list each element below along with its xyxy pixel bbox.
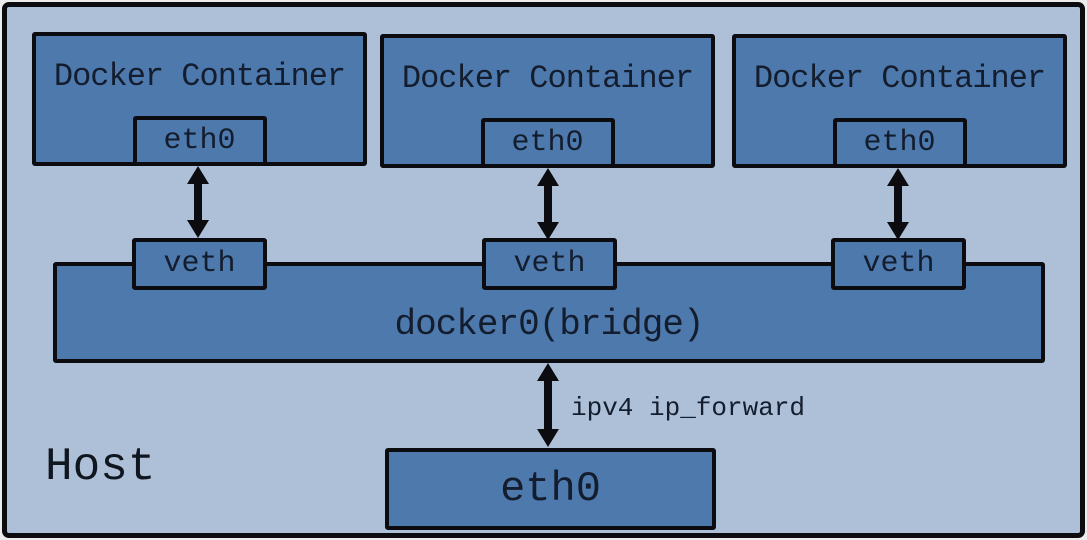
double-arrow-icon — [537, 168, 559, 240]
docker-container-box-2: Docker Container eth0 — [380, 34, 715, 168]
container-eth0-box: eth0 — [832, 118, 967, 168]
veth-box: veth — [132, 238, 267, 290]
docker-container-box-3: Docker Container eth0 — [732, 34, 1067, 168]
docker-container-title: Docker Container — [401, 60, 694, 97]
veth-box: veth — [831, 238, 966, 290]
docker0-bridge-label: docker0(bridge) — [394, 304, 704, 345]
host-eth0-box: eth0 — [385, 448, 716, 530]
docker-container-title: Docker Container — [753, 60, 1046, 97]
host-label: Host — [45, 441, 156, 493]
double-arrow-icon — [537, 363, 559, 447]
docker-container-box-1: Docker Container eth0 — [32, 32, 367, 166]
veth-box: veth — [482, 238, 617, 290]
container-eth0-box: eth0 — [132, 116, 267, 166]
docker-container-title: Docker Container — [53, 58, 346, 95]
double-arrow-icon — [187, 166, 209, 238]
container-eth0-box: eth0 — [480, 118, 615, 168]
double-arrow-icon — [887, 168, 909, 240]
ip-forward-label: ipv4 ip_forward — [571, 393, 806, 423]
